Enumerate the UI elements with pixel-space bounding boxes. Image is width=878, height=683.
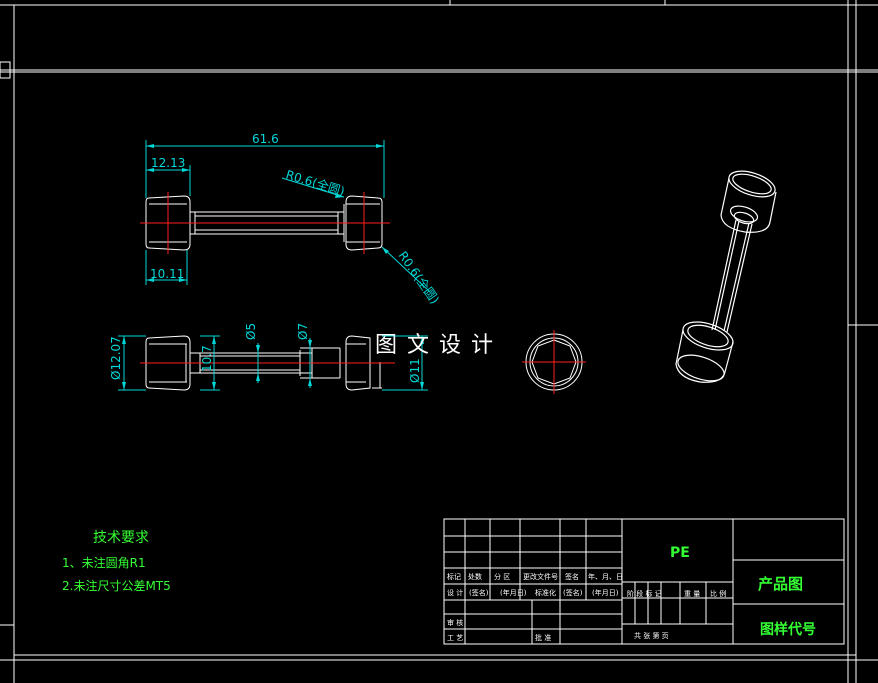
tb-zone: 分 区: [494, 572, 510, 581]
tb-sheets: 共 张 第 页: [634, 631, 669, 640]
tb-material: PE: [670, 545, 690, 561]
tb-sign1: (签名): [469, 588, 489, 597]
tb-design: 设 计: [447, 588, 463, 597]
dim-bore-diameter: 10.7: [200, 345, 214, 372]
dim-cap-diameter: Ø12.07: [109, 336, 123, 380]
isometric-view: [675, 170, 777, 383]
tb-product-name: 产品图: [758, 575, 803, 593]
dim-fillet-top: R0.6(全圆): [284, 167, 347, 199]
tb-process: 工 艺: [447, 634, 463, 642]
tb-approve: 批 准: [535, 633, 551, 642]
tb-standard: 标准化: [535, 588, 556, 597]
tb-weight: 重 量: [684, 590, 700, 598]
dim-fillet-bottom: R0.6(全圆): [396, 248, 443, 306]
tb-drawing-code: 图样代号: [760, 621, 816, 638]
tb-check: 审 核: [447, 618, 463, 627]
dim-shaft-d7: Ø7: [296, 323, 310, 340]
tb-date: 年、月、日: [588, 572, 623, 581]
tb-sign2: (签名): [563, 588, 583, 597]
front-view: 61.6 12.13 10.11 R0.6(全圆) R0.6(全圆): [140, 132, 443, 307]
tb-change-doc: 更改文件号: [523, 572, 558, 581]
title-block: 标记 处数 分 区 更改文件号 签名 年、月、日 设 计 (签名) (年月日) …: [443, 518, 845, 645]
tech-requirements: 技术要求 1、未注圆角R1 2.未注尺寸公差MT5: [62, 530, 171, 593]
dim-shaft-d5: Ø5: [244, 323, 258, 340]
tb-mark: 标记: [447, 572, 461, 581]
end-view: [522, 330, 586, 394]
tb-date1: (年月日): [500, 588, 527, 597]
section-view: Ø12.07 10.7 Ø5 Ø7 Ø11: [109, 323, 428, 391]
tb-signature: 签名: [565, 572, 579, 581]
tb-count: 处数: [468, 572, 482, 581]
tech-item-1: 1、未注圆角R1: [62, 555, 146, 570]
tb-date2: (年月日): [592, 588, 619, 597]
tech-item-2: 2.未注尺寸公差MT5: [62, 578, 171, 593]
tb-scale: 比 例: [710, 589, 726, 598]
tb-stage-mark: 阶 段 标 记: [627, 589, 662, 598]
tech-title: 技术要求: [93, 530, 149, 546]
dim-cap-length-top: 12.13: [151, 156, 185, 170]
dim-overall-length: 61.6: [252, 132, 279, 146]
dim-right-cap-diameter: Ø11: [408, 358, 422, 383]
watermark: 图文设计: [375, 333, 503, 358]
dim-cap-length-bottom: 10.11: [150, 267, 184, 281]
